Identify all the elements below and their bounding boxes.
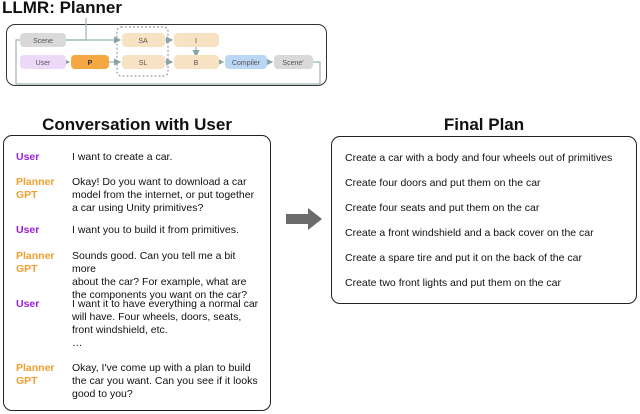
b-node [174,55,219,69]
user-speaker-label: User [16,151,40,163]
user-node-label: User [36,60,51,67]
i-node-label: I [195,38,197,45]
planner-node [71,55,109,69]
scene-output-node [274,55,313,69]
subplanner-group [116,26,169,77]
conversation-title: Conversation with User [42,115,232,134]
plan-step: Create a front windshield and a back cov… [345,227,594,239]
b-node-label: B [194,60,199,67]
scene-node [20,33,66,47]
scene-output-node-label: Scene' [282,60,303,67]
compiler-node-label: Compiler [232,60,261,67]
plan-step: Create four seats and put them on the ca… [345,202,540,214]
sa-node [122,33,165,47]
plan-step: Create two front lights and put them on … [345,277,561,289]
scene-to-planner-connector [66,18,87,41]
user-node [20,55,66,69]
scene-node-label: Scene [33,38,53,45]
message-text: I want you to build it from primitives. [72,224,239,236]
plan-step: Create four doors and put them on the ca… [345,177,541,189]
sl-node-label: SL [139,60,148,67]
planner-node-label: P [88,60,93,67]
i-node [174,33,219,47]
page-title: LLMR: Planner [2,0,122,17]
plan-step: Create a car with a body and four wheels… [345,152,613,164]
plan-step: Create a spare tire and put it on the ba… [345,252,582,264]
user-speaker-label: User [16,224,40,236]
feedback-loop-connector [15,39,321,85]
message-text: I want it to have everything a normal ca… [72,298,259,349]
arrow-right-icon [286,208,322,230]
compiler-node [225,55,267,69]
planner-pipeline-diagram [6,24,327,86]
sa-node-label: SA [138,38,148,45]
final-plan-panel: Create a car with a body and four wheels… [331,136,637,304]
message-text: I want to create a car. [72,151,173,163]
pipeline-graphic: Scene User P SA SL I B Compiler Scene' [15,18,321,85]
user-speaker-label: User [16,298,40,310]
plan-title: Final Plan [443,115,525,134]
sl-node [122,55,165,69]
